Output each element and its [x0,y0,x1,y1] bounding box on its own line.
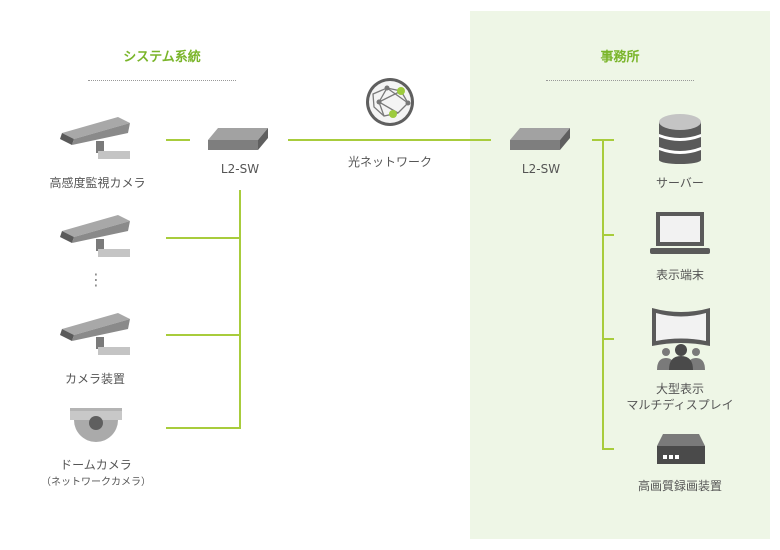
system-title: システム系統 [123,50,201,65]
right-switch-label: L2-SW [521,162,561,176]
multi-display-label-2: マルチディスプレイ [626,398,734,412]
left-switch-label: L2-SW [220,162,260,176]
camera-icon [60,211,132,263]
wire-left-trunk [239,190,241,429]
office-area [470,11,770,539]
surveillance-camera-icon [60,113,132,165]
terminal-label: 表示端末 [655,268,704,282]
wire-right-trunk [602,139,604,450]
wire-camera3 [166,334,240,336]
right-switch-icon [510,126,572,152]
dome-camera-sublabel: （ネットワークカメラ） [41,477,151,488]
left-switch-icon [208,126,270,152]
laptop-icon [650,212,710,256]
multi-display-icon [650,306,712,372]
dome-camera-icon [70,408,122,446]
server-icon [657,112,703,164]
wire-network-link [288,139,491,141]
server-label: サーバー [656,176,704,190]
network-label: 光ネットワーク [347,155,432,169]
office-title: 事務所 [600,50,640,65]
wire-recorder [602,448,614,450]
multi-display-label-1: 大型表示 [655,382,704,396]
wire-camera2 [166,237,240,239]
wire-multi-display [602,338,614,340]
globe-network-icon [364,76,416,128]
wire-dome [166,427,240,429]
recorder-label: 高画質録画装置 [637,479,722,493]
office-title-divider [546,80,694,81]
camera-device-label: カメラ装置 [64,372,125,386]
wire-terminal [602,234,614,236]
dome-camera-label: ドームカメラ [60,458,132,472]
wire-camera1-switch [166,139,190,141]
camera-device-icon [60,309,132,361]
recorder-icon [655,432,707,466]
vertical-ellipsis: ⋮ [88,270,104,289]
surveillance-camera-label: 高感度監視カメラ [49,176,146,190]
system-title-divider [88,80,236,81]
